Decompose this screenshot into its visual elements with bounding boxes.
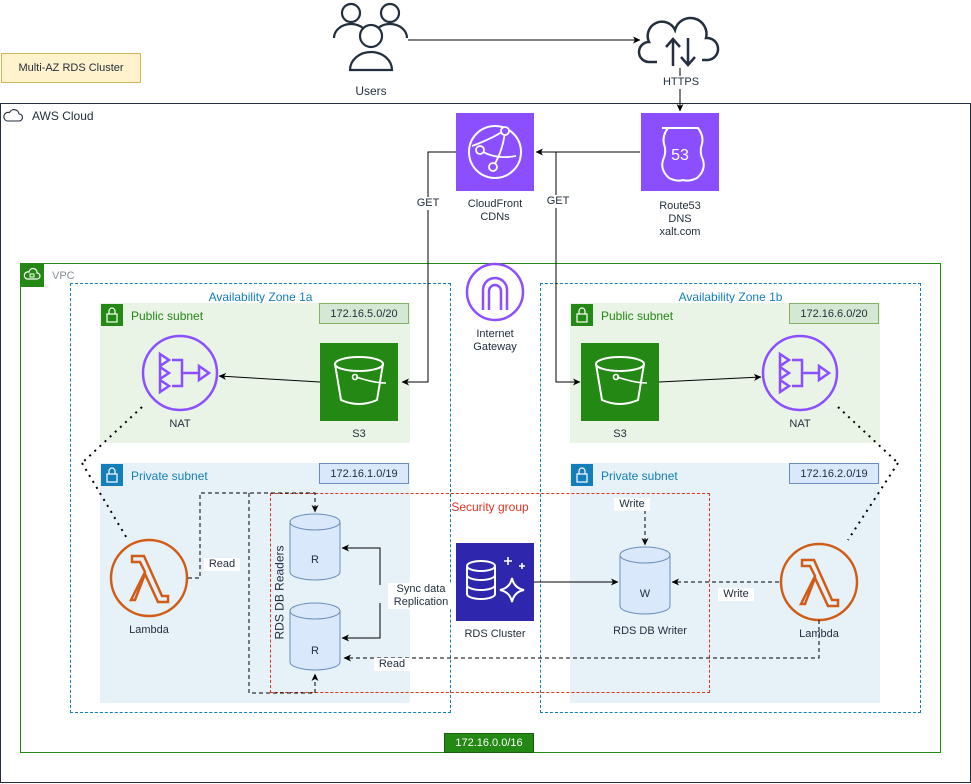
- get-label-right: GET: [540, 195, 576, 208]
- nat-1b-label: NAT: [789, 418, 811, 430]
- security-group-label: Security group: [451, 500, 529, 514]
- internet-gateway-icon: [465, 262, 525, 322]
- internet-gateway-label-2: Gateway: [473, 341, 517, 353]
- public-subnet-1a-label: Public subnet: [131, 309, 204, 323]
- lock-icon: [571, 304, 593, 326]
- public-subnet-1b-cidr: 172.16.6.0/20: [789, 303, 879, 324]
- security-group: [270, 493, 710, 693]
- https-label: HTTPS: [650, 76, 712, 89]
- public-subnet-1a-cidr: 172.16.5.0/20: [319, 303, 409, 324]
- internet-gateway-label-1: Internet: [476, 328, 514, 340]
- writer-letter: W: [639, 588, 651, 600]
- lambda-1b-read-arrow: [343, 620, 820, 662]
- s3-bucket-icon: [581, 343, 659, 421]
- reader-1-letter: R: [311, 554, 319, 566]
- route53-label-1: Route53: [659, 200, 701, 212]
- s3-1b-label: S3: [613, 428, 627, 440]
- az-1a-group: [70, 283, 451, 713]
- nat-1a-label: NAT: [169, 418, 191, 430]
- s3-to-nat-1a-arrow: [218, 372, 321, 383]
- users-label: Users: [355, 84, 387, 98]
- nat-gateway-icon: [141, 334, 219, 412]
- sync-label-1: Sync data: [388, 583, 454, 596]
- nat-lambda-link: [81, 406, 143, 464]
- cloudfront-to-s3-1b-arrow: [555, 152, 581, 386]
- cloudfront-label-1: CloudFront: [467, 198, 523, 210]
- private-subnet-1a-cidr: 172.16.1.0/19: [319, 463, 409, 484]
- public-subnet-1b-label: Public subnet: [601, 309, 674, 323]
- vpc-label: VPC: [52, 270, 75, 282]
- sync-label-2: Replication: [388, 596, 454, 609]
- route53-label-2: DNS: [668, 213, 692, 225]
- sync-replication-arrow: [341, 544, 381, 585]
- cloudfront-label-2: CDNs: [480, 211, 510, 223]
- rds-readers-label: RDS DB Readers: [272, 545, 287, 640]
- nat-gateway-icon: [761, 334, 839, 412]
- private-subnet-1a-label: Private subnet: [131, 469, 208, 483]
- vpc-cidr-badge: 172.16.0.0/16: [444, 733, 534, 753]
- rds-cluster-label: RDS Cluster: [464, 628, 526, 640]
- az-1b-label: Availability Zone 1b: [678, 290, 783, 304]
- lambda-1a-read-arrow: [248, 493, 319, 694]
- rds-reader-db-icon: [289, 602, 341, 671]
- az-1a-label: Availability Zone 1a: [208, 290, 313, 304]
- nat-lambda-link: [847, 462, 899, 541]
- cloudfront-icon: [456, 113, 534, 191]
- s3-to-nat-1b-arrow: [658, 373, 762, 383]
- lambda-icon: [779, 542, 859, 622]
- read-label-bottom: Read: [374, 658, 410, 671]
- private-subnet-1b-cidr: 172.16.2.0/19: [789, 463, 879, 484]
- s3-bucket-icon: [320, 343, 398, 421]
- route53-badge-text: 53: [671, 147, 689, 164]
- private-subnet-1a: [100, 463, 410, 703]
- rds-reader-db-icon: [289, 513, 341, 581]
- write-label-top: Write: [614, 498, 650, 511]
- private-subnet-1b-label: Private subnet: [601, 469, 678, 483]
- lock-icon: [101, 464, 123, 486]
- title-note: Multi-AZ RDS Cluster: [1, 53, 141, 83]
- reader-2-letter: R: [311, 645, 319, 657]
- lock-icon: [101, 304, 123, 326]
- title-note-text: Multi-AZ RDS Cluster: [18, 62, 124, 74]
- internet-cloud-icon: [637, 16, 720, 67]
- read-label-left: Read: [204, 558, 240, 571]
- lambda-1a-label: Lambda: [129, 624, 169, 636]
- vpc-cidr-text: 172.16.0.0/16: [455, 737, 523, 749]
- aws-cloud-label: AWS Cloud: [32, 109, 94, 123]
- vpc-icon: [20, 263, 44, 287]
- rds-writer-db-icon: [619, 546, 671, 615]
- nat-lambda-link: [837, 406, 899, 464]
- cloudfront-to-s3-1a-arrow: [401, 151, 456, 386]
- aws-cloud-icon: [1, 104, 25, 128]
- sync-replication-arrow: [341, 603, 381, 642]
- az-1b-group: [540, 283, 921, 713]
- lambda-1b-label: Lambda: [799, 628, 839, 640]
- get-label-left: GET: [410, 197, 446, 210]
- nat-lambda-link: [81, 462, 129, 541]
- users-icon: [332, 2, 409, 72]
- rds-cluster-icon: [456, 543, 534, 621]
- s3-1a-label: S3: [352, 428, 366, 440]
- lambda-icon: [109, 538, 189, 618]
- route53-label-3: xalt.com: [659, 226, 701, 238]
- rds-writer-label: RDS DB Writer: [613, 625, 687, 637]
- lambda-1a-read-arrow: [188, 492, 319, 579]
- lock-icon: [571, 464, 593, 486]
- route53-icon: [641, 113, 719, 191]
- write-label-right: Write: [718, 588, 754, 601]
